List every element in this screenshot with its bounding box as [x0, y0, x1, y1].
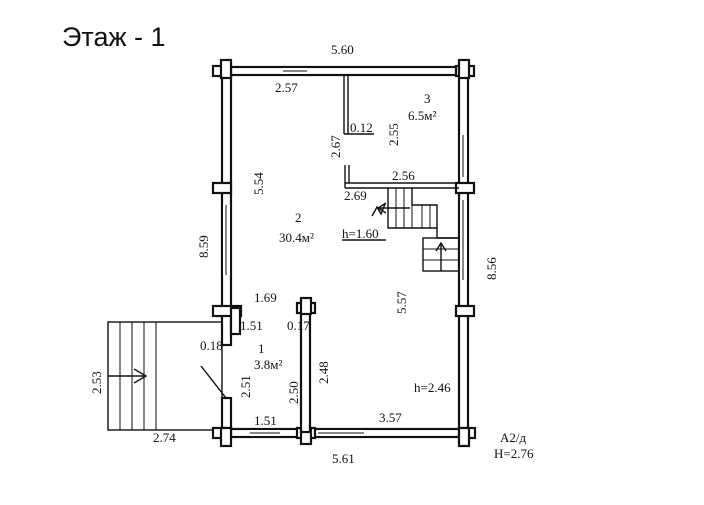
dim-room1-height-b: 2.50 — [286, 381, 301, 404]
room-2-area: 30.4м² — [279, 230, 314, 245]
room-height-label: h=2.46 — [414, 380, 451, 395]
dim-bottom-right: 3.57 — [379, 410, 402, 425]
stamp: А2/д Н=2.76 — [494, 430, 534, 461]
dim-room3-height: 2.55 — [386, 123, 401, 146]
dim-room2-right: 5.57 — [394, 291, 409, 314]
dim-bottom-total: 5.61 — [332, 451, 355, 466]
dim-room1-top-b: 0.17 — [287, 318, 310, 333]
height-labels: h=1.60 h=2.46 — [342, 226, 451, 395]
dim-right-outer: 8.56 — [484, 257, 499, 280]
room-labels: 3 6.5м² 2 30.4м² 1 3.8м² — [254, 91, 436, 372]
porch-stairs — [107, 321, 223, 431]
dim-top-total: 5.60 — [331, 42, 354, 57]
dimension-labels: 5.60 2.57 0.12 2.55 2.67 2.56 2.69 5.54 … — [89, 42, 499, 466]
dim-left-outer: 8.59 — [196, 235, 211, 258]
internal-stairs — [371, 188, 460, 272]
plan-title: Этаж - 1 — [62, 22, 166, 52]
stamp-code: А2/д — [500, 430, 527, 445]
room-1-number: 1 — [258, 341, 265, 356]
dim-room1-left: 0.18 — [200, 338, 223, 353]
stair-height-label: h=1.60 — [342, 226, 379, 241]
room-3-area: 6.5м² — [408, 108, 436, 123]
room-1-area: 3.8м² — [254, 357, 282, 372]
dim-room2-lower: 1.69 — [254, 290, 277, 305]
interior-walls — [200, 75, 459, 434]
dim-porch-width: 2.74 — [153, 430, 176, 445]
dim-room3-left: 2.67 — [328, 135, 343, 158]
dim-porch-height: 2.53 — [89, 371, 104, 394]
dim-room3-bottom: 2.56 — [392, 168, 415, 183]
dim-room1-bottom: 1.51 — [254, 413, 277, 428]
room-2-number: 2 — [295, 210, 302, 225]
dim-room1-top-a: 1.51 — [240, 318, 263, 333]
dim-room3-partition: 0.12 — [350, 120, 373, 135]
stamp-height: Н=2.76 — [494, 446, 534, 461]
dim-room1-height-a: 2.51 — [238, 375, 253, 398]
dim-room1-height-c: 2.48 — [316, 361, 331, 384]
dim-stair: 2.69 — [344, 188, 367, 203]
room-3-number: 3 — [424, 91, 431, 106]
dim-top-left: 2.57 — [275, 80, 298, 95]
dim-left-inner: 5.54 — [251, 172, 266, 195]
